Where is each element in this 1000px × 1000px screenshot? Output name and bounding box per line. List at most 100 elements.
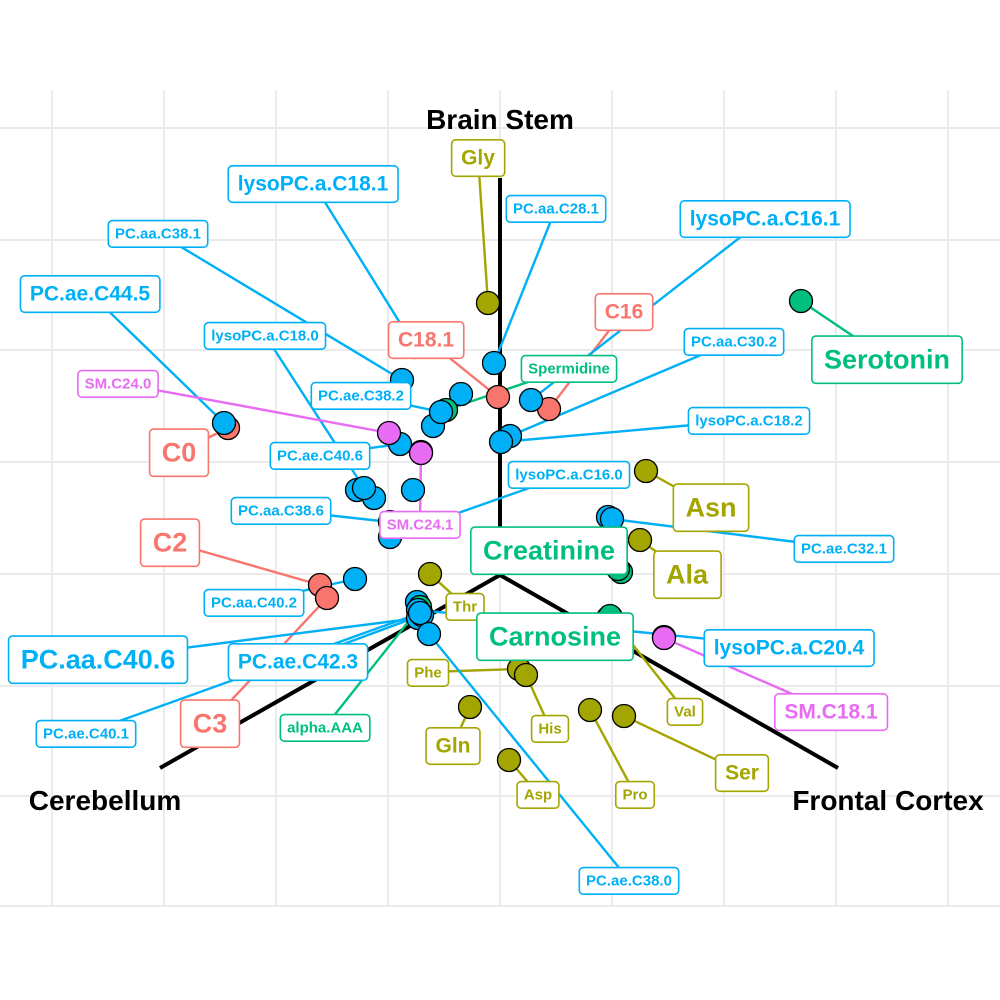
label-box xyxy=(203,588,305,618)
label-text: C0 xyxy=(162,438,197,468)
axis-title-frontal-cortex: Frontal Cortex xyxy=(792,785,984,816)
label-box xyxy=(666,697,704,727)
label-sm-c24-1: SM.C24.1 xyxy=(379,510,461,540)
label-lysopc-a-c16-1: lysoPC.a.C16.1 xyxy=(679,200,851,239)
label-lysopc-a-c18-0: lysoPC.a.C18.0 xyxy=(203,321,327,351)
leader-sm-c24-0 xyxy=(117,381,390,435)
label-text: Phe xyxy=(414,664,442,681)
point-sm-c24-1 xyxy=(408,440,434,466)
label-sm-c18-1: SM.C18.1 xyxy=(774,693,889,732)
label-box xyxy=(703,629,875,668)
label-box xyxy=(774,693,889,732)
label-c0: C0 xyxy=(148,428,210,478)
label-text: Val xyxy=(674,703,696,720)
label-pc-aa-c28-1: PC.aa.C28.1 xyxy=(505,194,607,223)
label-text: C16 xyxy=(605,301,644,324)
label-box xyxy=(530,714,570,744)
axis-title-cerebellum: Cerebellum xyxy=(29,785,182,816)
label-box xyxy=(679,200,851,239)
point-asn xyxy=(633,458,659,484)
label-gly: Gly xyxy=(450,139,506,178)
label-phe: Phe xyxy=(406,658,450,688)
label-pc-aa-c38-1: PC.aa.C38.1 xyxy=(107,219,209,248)
label-text: PC.ae.C38.0 xyxy=(586,872,672,889)
label-text: lysoPC.a.C20.4 xyxy=(714,637,865,660)
label-box xyxy=(203,321,327,351)
label-box xyxy=(227,165,399,204)
label-text: Thr xyxy=(453,598,477,615)
label-pc-aa-c38-6: PC.aa.C38.6 xyxy=(230,496,332,526)
label-text: SM.C24.1 xyxy=(387,516,454,533)
label-box xyxy=(35,719,137,749)
label-his: His xyxy=(530,714,570,744)
point-pc-aa-c40-2 xyxy=(342,566,368,592)
label-text: Spermidine xyxy=(528,360,610,377)
label-pc-ae-c40-6: PC.ae.C40.6 xyxy=(269,441,371,471)
label-text: Pro xyxy=(622,786,647,803)
leader-pro xyxy=(588,709,637,795)
point-pc-ae-c40-1 xyxy=(407,600,433,626)
axis-frontal-cortex xyxy=(499,573,839,770)
label-pc-aa-c40-2: PC.aa.C40.2 xyxy=(203,588,305,618)
label-box xyxy=(7,635,189,685)
label-pc-ae-c44-5: PC.ae.C44.5 xyxy=(19,275,161,314)
label-text: PC.aa.C40.6 xyxy=(21,645,176,675)
label-text: Gly xyxy=(461,147,495,170)
label-box xyxy=(179,699,241,749)
leader-alpha-aaa xyxy=(324,606,421,728)
label-text: Ser xyxy=(725,762,759,785)
point-sm-c24-0 xyxy=(376,420,402,446)
point-lysopc-a-c18-2 xyxy=(488,429,514,455)
label-text: Carnosine xyxy=(489,622,621,652)
label-text: Ala xyxy=(666,560,709,590)
label-pc-ae-c42-3: PC.ae.C42.3 xyxy=(227,643,369,682)
label-text: PC.aa.C38.6 xyxy=(238,502,324,519)
axis-title-brain-stem: Brain Stem xyxy=(426,104,574,135)
label-c2: C2 xyxy=(139,518,201,568)
label-pro: Pro xyxy=(614,780,656,810)
label-text: lysoPC.a.C16.0 xyxy=(515,466,623,483)
label-box xyxy=(614,780,656,810)
point-gly xyxy=(475,290,501,316)
label-lysopc-a-c16-0: lysoPC.a.C16.0 xyxy=(507,460,631,490)
label-text: PC.ae.C42.3 xyxy=(238,651,358,674)
label-pc-ae-c38-2: PC.ae.C38.2 xyxy=(310,381,412,411)
label-text: lysoPC.a.C16.1 xyxy=(690,208,841,231)
point-lysopc-a-c16-1 xyxy=(518,387,544,413)
point-ser xyxy=(611,703,637,729)
label-sm-c24-0: SM.C24.0 xyxy=(77,369,159,399)
label-text: lysoPC.a.C18.2 xyxy=(695,412,803,429)
label-box xyxy=(811,335,963,385)
label-text: PC.aa.C38.1 xyxy=(115,225,201,242)
label-text: PC.aa.C40.2 xyxy=(211,594,297,611)
label-box xyxy=(77,369,159,399)
point-pc-ae-c38-2 xyxy=(428,399,454,425)
point-c18-1 xyxy=(485,384,511,410)
label-spermidine: Spermidine xyxy=(520,354,618,384)
label-box xyxy=(269,441,371,471)
label-c3: C3 xyxy=(179,699,241,749)
label-box xyxy=(683,327,785,357)
point-his xyxy=(513,662,539,688)
label-box xyxy=(406,658,450,688)
label-text: C18.1 xyxy=(398,329,454,352)
point-sm-c18-1 xyxy=(651,625,677,651)
label-alpha-aaa: alpha.AAA xyxy=(279,713,371,743)
label-text: Gln xyxy=(436,735,471,758)
label-ser: Ser xyxy=(714,754,770,793)
label-box xyxy=(470,526,628,576)
label-text: PC.ae.C32.1 xyxy=(801,540,887,557)
label-c18-1: C18.1 xyxy=(387,321,465,360)
label-box xyxy=(672,483,750,533)
point-pc-ae-c38-0 xyxy=(416,621,442,647)
label-val: Val xyxy=(666,697,704,727)
label-box xyxy=(594,293,654,332)
leader-pc-aa-c38-1 xyxy=(157,231,403,382)
label-box xyxy=(505,194,607,223)
label-box xyxy=(379,510,461,540)
label-box xyxy=(507,460,631,490)
label-box xyxy=(653,550,722,600)
label-text: His xyxy=(538,720,561,737)
label-box xyxy=(476,612,634,662)
label-text: PC.aa.C30.2 xyxy=(691,333,777,350)
